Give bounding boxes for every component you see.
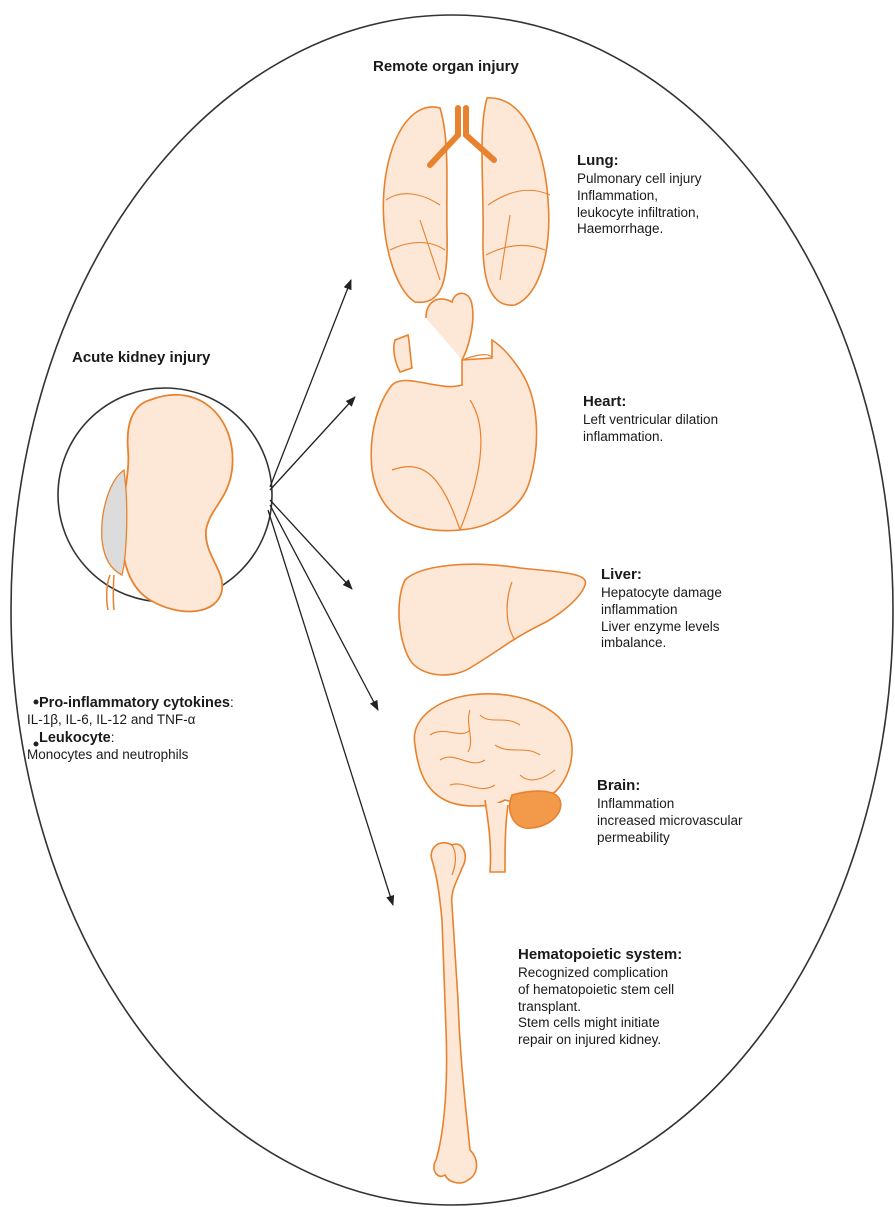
- brain-text: Brain: Inflammation increased microvascu…: [597, 777, 743, 846]
- heart-title: Heart:: [583, 393, 718, 412]
- liver-line: Hepatocyte damage: [601, 585, 722, 602]
- liver-text: Liver: Hepatocyte damage inflammation Li…: [601, 566, 722, 652]
- kidney-icon: [102, 395, 233, 612]
- aki-title: Acute kidney injury: [72, 349, 210, 368]
- arrow-to-bone: [268, 510, 393, 905]
- arrow-to-lung: [270, 280, 351, 487]
- hematopoietic-line: of hematopoietic stem cell: [518, 982, 682, 999]
- lung-line: Pulmonary cell injury: [577, 171, 702, 188]
- lung-line: Haemorrhage.: [577, 221, 702, 238]
- hematopoietic-line: transplant.: [518, 999, 682, 1016]
- brain-line: increased microvascular: [597, 813, 743, 830]
- lung-line: Inflammation,: [577, 188, 702, 205]
- hematopoietic-line: Recognized complication: [518, 965, 682, 982]
- mediators-block: Pro-inflammatory cytokines: IL-1β, IL-6,…: [27, 694, 234, 764]
- leukocyte-text: Monocytes and neutrophils: [27, 747, 234, 764]
- hematopoietic-title: Hematopoietic system:: [518, 946, 682, 965]
- heart-line: Left ventricular dilation: [583, 412, 718, 429]
- hematopoietic-text: Hematopoietic system: Recognized complic…: [518, 946, 682, 1049]
- lung-line: leukocyte infiltration,: [577, 205, 702, 222]
- hematopoietic-line: repair on injured kidney.: [518, 1032, 682, 1049]
- brain-title: Brain:: [597, 777, 743, 796]
- arrow-to-brain: [270, 505, 378, 710]
- bone-icon: [431, 843, 476, 1183]
- liver-line: Liver enzyme levels: [601, 619, 722, 636]
- cytokines-label: Pro-inflammatory cytokines: [39, 695, 230, 711]
- liver-line: imbalance.: [601, 635, 722, 652]
- liver-line: inflammation: [601, 602, 722, 619]
- cytokines-text: IL-1β, IL-6, IL-12 and TNF-α: [27, 712, 234, 729]
- arrows: [268, 280, 393, 905]
- brain-line: Inflammation: [597, 796, 743, 813]
- lung-title: Lung:: [577, 152, 702, 171]
- liver-title: Liver:: [601, 566, 722, 585]
- heart-icon: [371, 293, 536, 530]
- heart-text: Heart: Left ventricular dilation inflamm…: [583, 393, 718, 446]
- arrow-to-heart: [270, 397, 355, 490]
- liver-icon: [399, 564, 585, 675]
- leukocyte-label: Leukocyte: [39, 730, 111, 746]
- lung-text: Lung: Pulmonary cell injury Inflammation…: [577, 152, 702, 238]
- lung-icon: [383, 98, 550, 305]
- hematopoietic-line: Stem cells might initiate: [518, 1015, 682, 1032]
- remote-organ-title: Remote organ injury: [373, 58, 519, 77]
- heart-line: inflammation.: [583, 429, 718, 446]
- arrow-to-liver: [270, 500, 352, 589]
- brain-line: permeability: [597, 830, 743, 847]
